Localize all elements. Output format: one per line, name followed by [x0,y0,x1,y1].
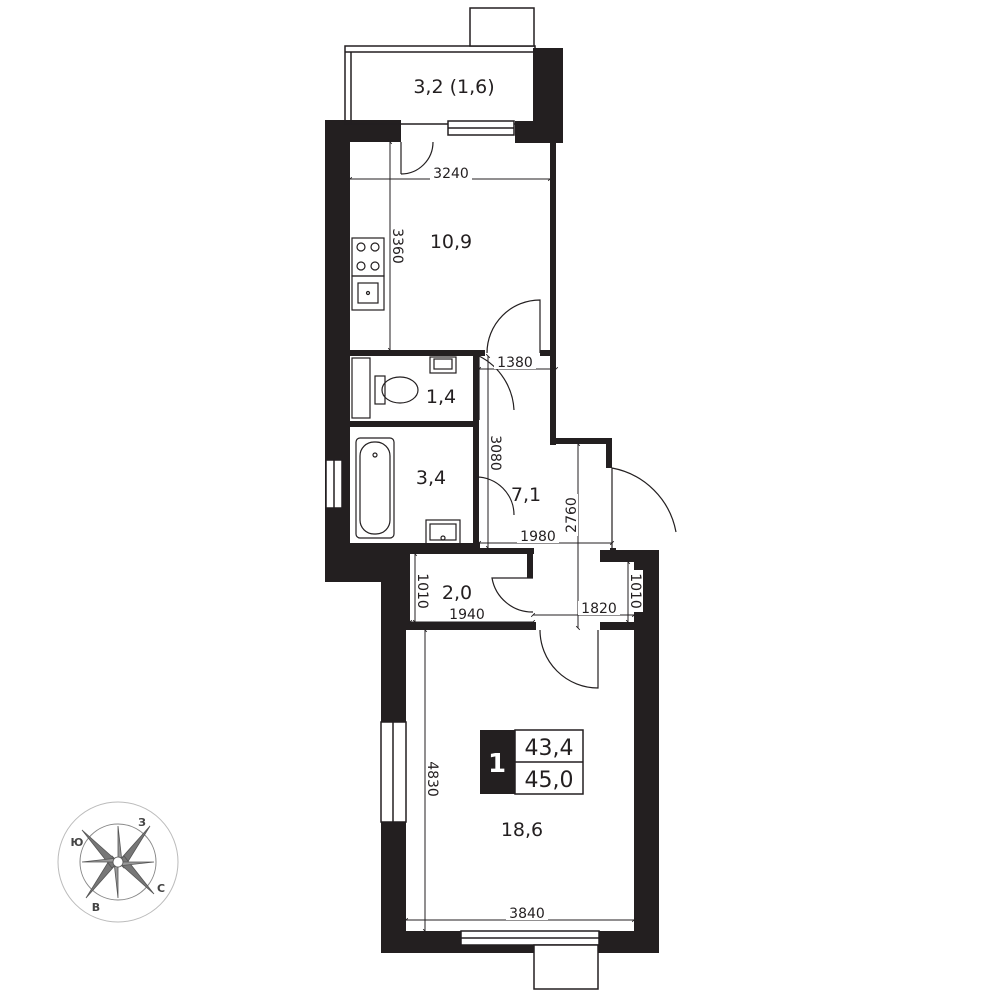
area-living: 18,6 [501,819,543,841]
door-living [539,629,599,689]
compass-ring [79,823,157,901]
dim-kitchen-width: 3240 [433,166,469,182]
dimension-labels: 3240 3360 1380 3080 1980 2760 1010 1940 … [389,166,643,922]
dim-living-length: 4830 [424,761,440,797]
bathtub-icon [355,437,395,539]
compass-north: З [138,816,146,829]
area-badge: 1 43,4 45,0 [480,729,584,795]
dim-hall-width-top: 1380 [497,355,533,371]
door-storage [491,577,534,613]
area-kitchen: 10,9 [430,231,472,253]
dim-living-width: 3840 [509,906,545,922]
fixtures [351,237,461,545]
dim-kitchen-length: 3360 [389,228,405,264]
doors [400,141,677,689]
compass-rose-icon [81,825,155,899]
bath-sink-icon [425,519,461,545]
dim-entry-right-depth: 1010 [627,573,643,609]
toilet-tank-icon [374,375,386,405]
area-hallway: 7,1 [511,484,541,506]
badge-total-area: 45,0 [525,768,574,793]
area-bathroom: 3,4 [416,467,446,489]
windows [325,7,600,990]
badge-room-count: 1 [488,749,506,779]
door-wc [478,355,515,420]
toilet-icon [381,376,419,404]
door-entry [611,467,677,548]
dim-entry-length: 2760 [564,497,580,533]
door-kitchen [486,299,541,354]
area-balcony: 3,2 (1,6) [413,76,494,98]
dim-entry-left-depth: 1010 [414,573,430,609]
badge-living-area: 43,4 [525,736,574,761]
dim-entry-left-width: 1940 [449,607,485,623]
stove-icon [351,237,385,277]
area-entry: 2,0 [442,582,472,604]
dim-hall-width-bottom: 1980 [520,529,556,545]
wc-sink-icon [429,356,457,374]
balcony-outline [344,45,536,125]
compass: З Ю В С [57,801,179,923]
compass-east: В [92,901,100,914]
kitchen-sink-icon [351,275,385,311]
room-areas: 3,2 (1,6) 10,9 1,4 3,4 7,1 2,0 18,6 [413,76,543,841]
compass-south: Ю [71,836,84,849]
compass-west: С [157,882,165,895]
dim-entry-right-width: 1820 [581,601,617,617]
walls [325,48,659,953]
door-balcony [400,141,434,175]
dim-hall-length: 3080 [487,435,503,471]
door-bath [475,476,515,516]
area-wc: 1,4 [426,386,456,408]
